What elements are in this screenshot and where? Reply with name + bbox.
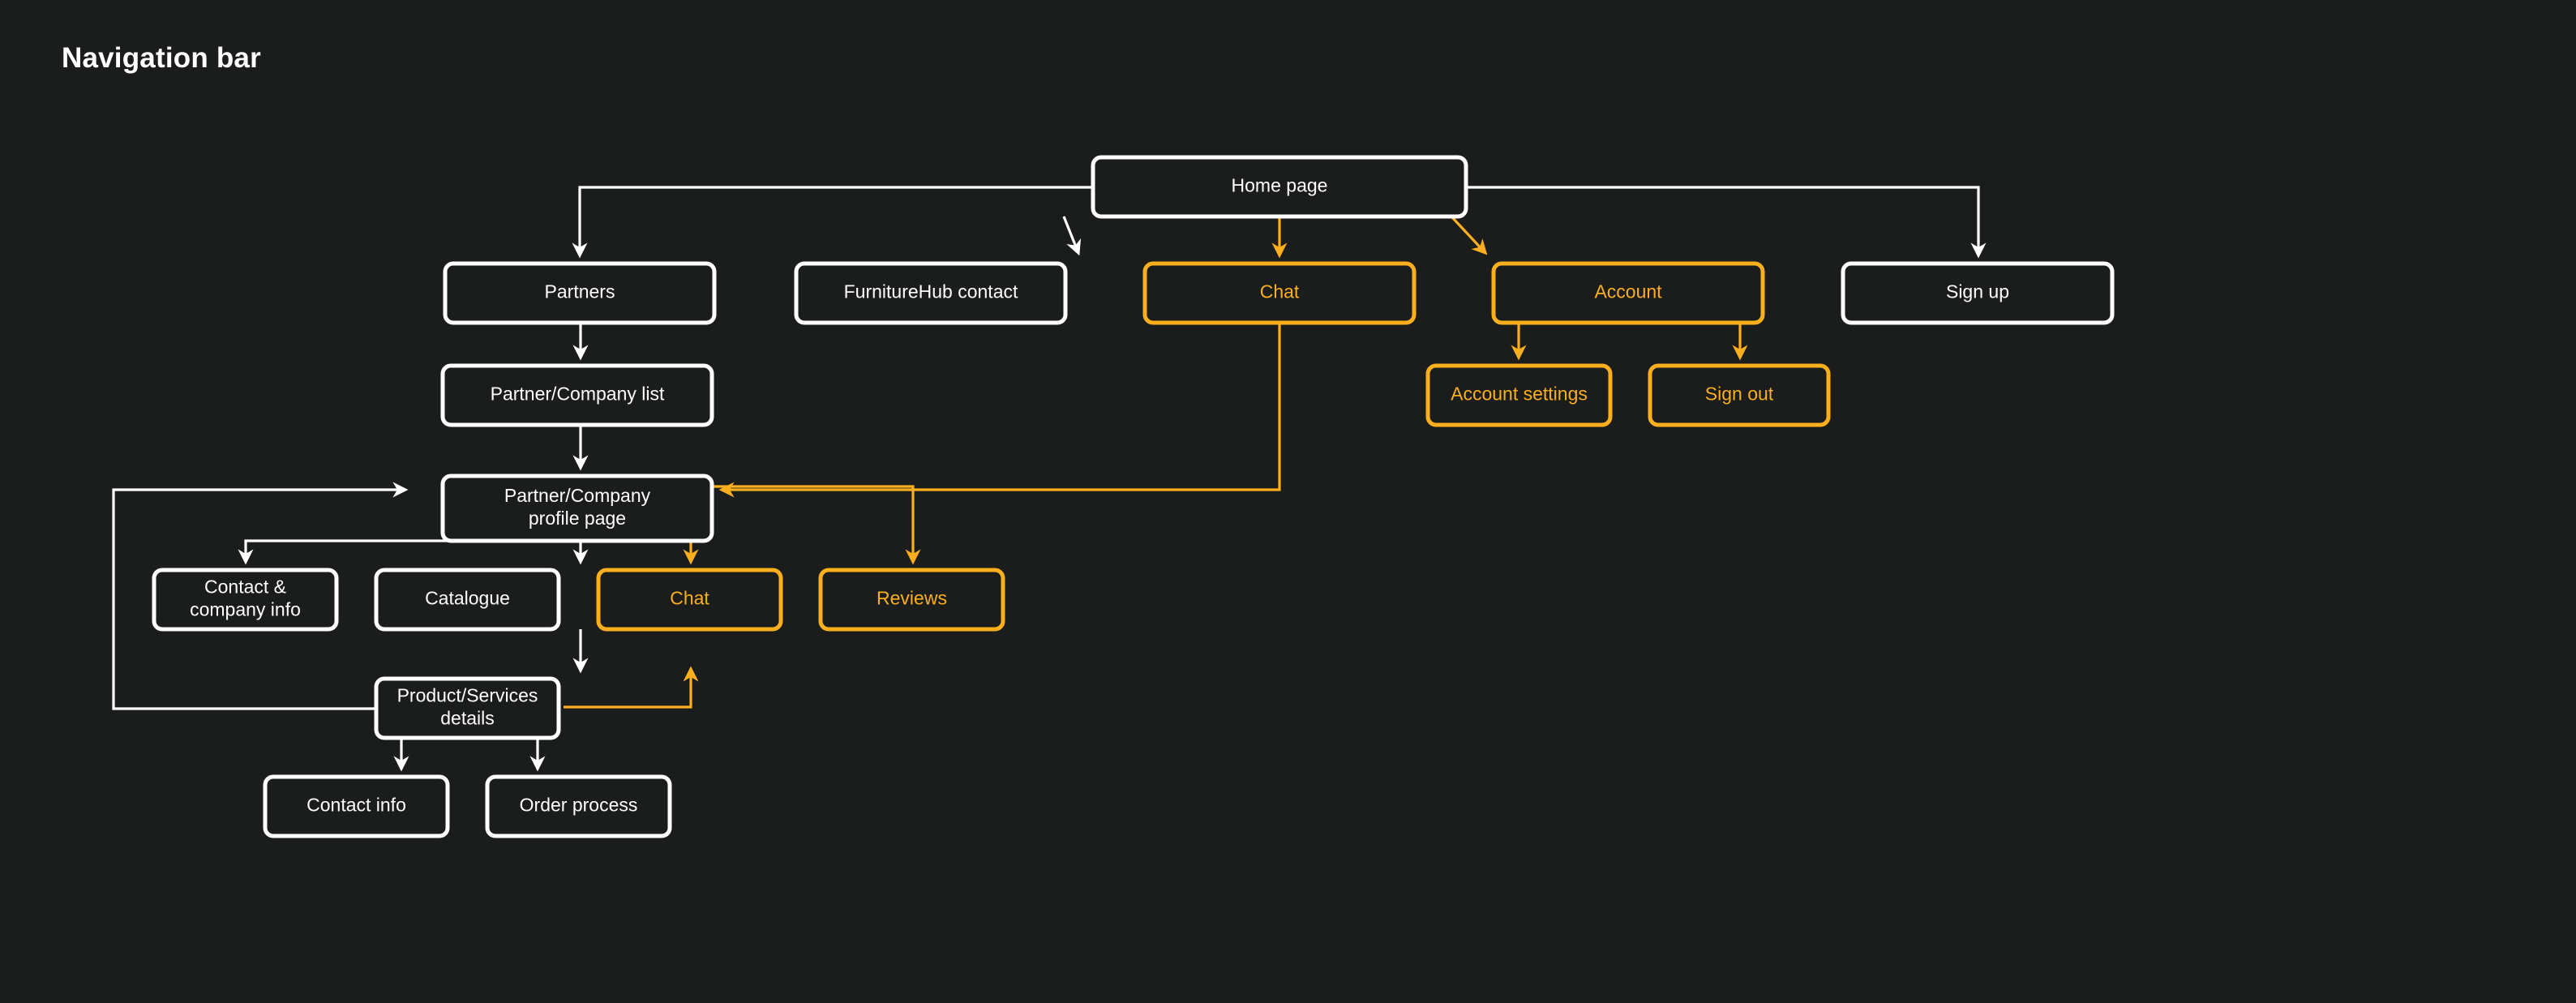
node-label-catalogue: Catalogue	[425, 588, 510, 609]
node-box-reviews[interactable]	[818, 568, 1005, 632]
node-box-contact-info[interactable]	[263, 774, 450, 838]
node-label-product-services-details: Product/Services	[397, 685, 538, 706]
edge-home-to-signup	[1466, 186, 1987, 259]
node-box-order-process[interactable]	[485, 774, 672, 838]
edge-product-to-profile-loop	[112, 482, 409, 710]
node-box-home-page[interactable]	[1091, 155, 1468, 219]
node-label-chat-top: Chat	[1260, 281, 1300, 302]
node-sign-out[interactable]: Sign out	[1648, 363, 1831, 427]
edge-product-to-chat-loop	[564, 666, 699, 709]
node-label-partner-company-profile-page: Partner/Company	[504, 485, 651, 506]
node-home-page[interactable]: Home page	[1091, 155, 1468, 219]
node-partners[interactable]: Partners	[443, 261, 717, 325]
node-label-product-services-details: details	[440, 708, 494, 729]
node-label-account-settings: Account settings	[1451, 384, 1588, 405]
edge-home-to-partners	[572, 186, 1093, 259]
node-label-order-process: Order process	[520, 795, 638, 816]
node-order-process[interactable]: Order process	[485, 774, 672, 838]
node-label-sign-up: Sign up	[1946, 281, 2009, 302]
edge-home-to-account	[1450, 215, 1488, 255]
node-box-catalogue[interactable]	[374, 568, 561, 632]
node-box-sign-out[interactable]	[1648, 363, 1831, 427]
node-box-partner-company-profile-page[interactable]	[440, 474, 714, 543]
node-box-account[interactable]	[1491, 261, 1765, 325]
node-label-sign-out: Sign out	[1705, 384, 1774, 405]
node-label-partner-company-profile-page: profile page	[529, 508, 626, 529]
node-label-reviews: Reviews	[877, 588, 947, 609]
node-sign-up[interactable]: Sign up	[1841, 261, 2115, 325]
edge-profile-to-reviews	[712, 485, 921, 565]
node-account-settings[interactable]: Account settings	[1425, 363, 1613, 427]
node-chat-top[interactable]: Chat	[1142, 261, 1417, 325]
node-label-partners: Partners	[545, 281, 615, 302]
node-box-chat-profile[interactable]	[596, 568, 783, 632]
node-partner-company-list[interactable]: Partner/Company list	[440, 363, 714, 427]
node-box-partners[interactable]	[443, 261, 717, 325]
node-reviews[interactable]: Reviews	[818, 568, 1005, 632]
edge-chat-top-to-profile	[718, 323, 1281, 498]
node-box-account-settings[interactable]	[1425, 363, 1613, 427]
page-title: Navigation bar	[62, 42, 261, 74]
node-label-partner-company-list: Partner/Company list	[491, 384, 665, 405]
node-contact-company-info[interactable]: Contact &company info	[152, 568, 339, 632]
node-contact-info[interactable]: Contact info	[263, 774, 450, 838]
node-box-product-services-details[interactable]	[374, 676, 561, 740]
node-label-contact-company-info: company info	[190, 599, 301, 620]
node-label-account: Account	[1594, 281, 1662, 302]
node-label-furniturehub-contact: FurnitureHub contact	[844, 281, 1018, 302]
edge-home-to-furniturehub	[1062, 216, 1082, 256]
node-label-contact-company-info: Contact &	[204, 577, 286, 598]
node-catalogue[interactable]: Catalogue	[374, 568, 561, 632]
node-chat-profile[interactable]: Chat	[596, 568, 783, 632]
node-label-home-page: Home page	[1232, 175, 1328, 196]
node-furniturehub-contact[interactable]: FurnitureHub contact	[794, 261, 1068, 325]
node-box-furniturehub-contact[interactable]	[794, 261, 1068, 325]
node-account[interactable]: Account	[1491, 261, 1765, 325]
edge-layer	[112, 186, 1987, 772]
node-box-chat-top[interactable]	[1142, 261, 1417, 325]
node-box-contact-company-info[interactable]	[152, 568, 339, 632]
node-label-contact-info: Contact info	[306, 795, 406, 816]
node-label-chat-profile: Chat	[670, 588, 709, 609]
edge-profile-to-contact-info-box	[238, 539, 452, 565]
node-box-sign-up[interactable]	[1841, 261, 2115, 325]
node-box-partner-company-list[interactable]	[440, 363, 714, 427]
